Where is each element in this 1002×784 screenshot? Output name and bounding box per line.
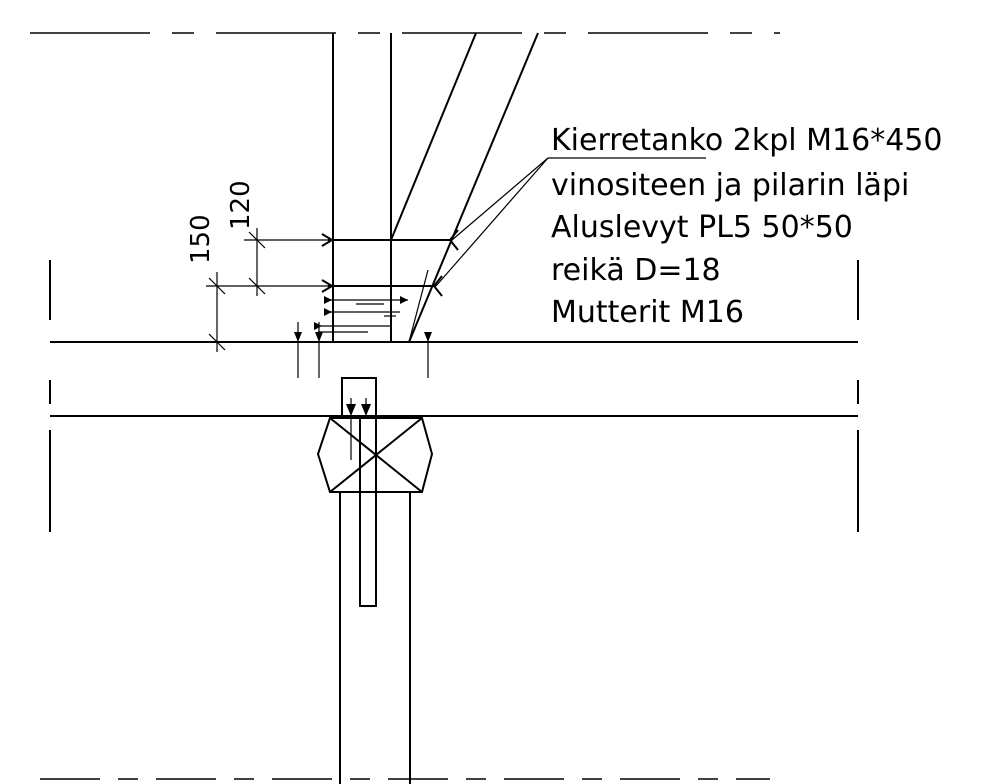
dim-tick	[208, 333, 226, 351]
arrow-icon	[346, 404, 356, 416]
rod-end-mark	[432, 275, 443, 297]
arrow-icon	[324, 308, 332, 316]
arrow-icon	[314, 322, 322, 330]
embedded-rod	[359, 417, 377, 607]
annotation-line-1: Kierretanko 2kpl M16*450	[551, 123, 942, 158]
rod-end-mark	[321, 279, 334, 293]
arrow-icon	[294, 332, 302, 342]
brace-right-edge	[408, 32, 539, 343]
dim-tick	[248, 231, 266, 249]
dim-tick	[248, 277, 266, 295]
brace-foot	[408, 269, 429, 343]
annotation-line-4: reikä D=18	[551, 253, 721, 288]
annotation-line-3: Aluslevyt PL5 50*50	[551, 210, 853, 245]
connection-plate	[341, 377, 377, 417]
brace-left-edge	[390, 32, 477, 241]
dimension-150: 150	[186, 214, 216, 264]
rod-end-mark	[448, 229, 459, 251]
annotation-line-5: Mutterit M16	[551, 295, 744, 330]
arrow-icon	[315, 332, 323, 342]
arrow-icon	[424, 332, 432, 342]
leader-line	[435, 157, 549, 287]
arrow-icon	[324, 296, 332, 304]
dim-tick	[208, 277, 226, 295]
arrow-icon	[400, 296, 408, 304]
leader-line	[451, 157, 549, 241]
rod-end-mark	[321, 233, 334, 247]
annotation-line-2: vinositeen ja pilarin läpi	[551, 168, 909, 203]
dimension-120: 120	[226, 180, 256, 230]
arrow-icon	[361, 404, 371, 416]
